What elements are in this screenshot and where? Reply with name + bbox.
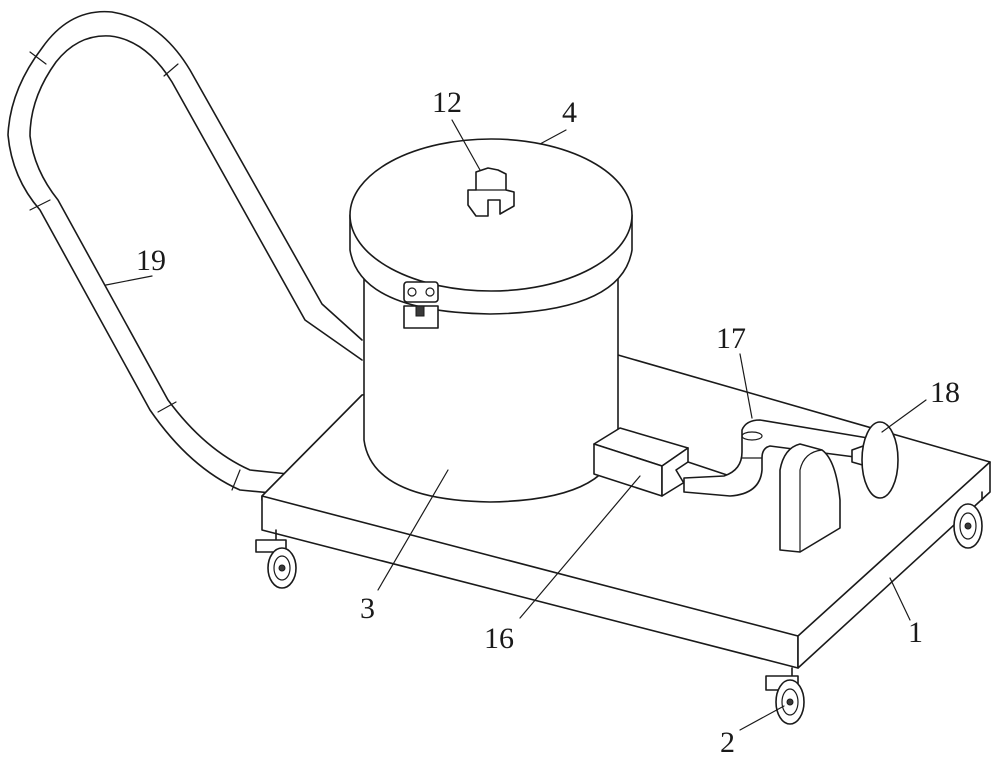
caster-back-right	[953, 491, 983, 549]
label-17: 17	[716, 322, 746, 355]
label-2: 2	[720, 726, 735, 758]
caster-front-right	[765, 667, 805, 725]
lid-latch	[403, 281, 439, 329]
label-16: 16	[484, 622, 514, 655]
push-handle	[7, 10, 363, 495]
label-3: 3	[360, 592, 375, 625]
lid	[349, 138, 633, 315]
leader-lines	[105, 119, 927, 731]
support-bracket	[779, 443, 841, 553]
label-19: 19	[136, 244, 166, 277]
label-1: 1	[908, 616, 923, 649]
nozzle	[851, 421, 899, 499]
label-18: 18	[930, 376, 960, 409]
lid-knob	[467, 167, 515, 217]
label-12: 12	[432, 86, 462, 119]
label-4: 4	[562, 96, 577, 129]
caster-front-left	[255, 529, 297, 589]
